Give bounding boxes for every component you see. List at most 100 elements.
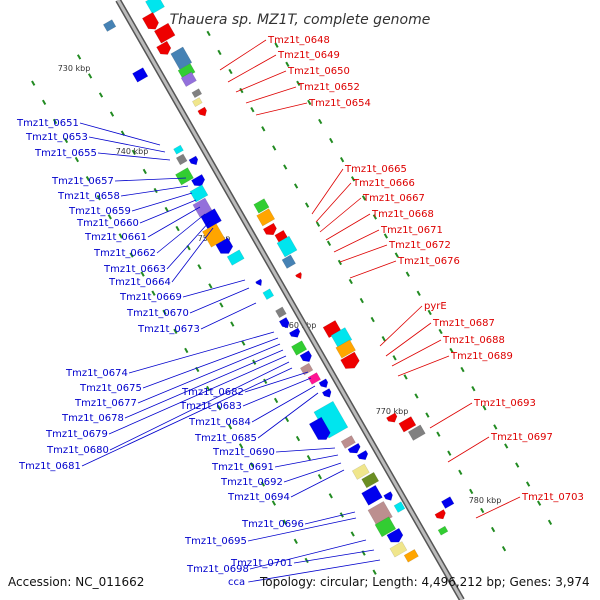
gene-feature <box>356 450 369 461</box>
gene-feature <box>383 491 393 501</box>
gene-feature <box>153 22 176 44</box>
backbone-layer <box>115 0 465 600</box>
gene-feature <box>308 416 331 440</box>
tick-mark <box>493 424 498 430</box>
tick-mark <box>283 164 288 170</box>
leader-line <box>166 220 211 270</box>
tick-mark <box>359 297 364 304</box>
tick-mark <box>197 264 202 270</box>
tick-mark <box>271 500 277 506</box>
tick-mark <box>52 118 58 125</box>
tick-mark <box>173 328 178 334</box>
tick-mark <box>162 309 167 315</box>
tick-mark <box>74 156 80 163</box>
leader-line <box>249 539 367 570</box>
tick-mark <box>140 271 145 277</box>
tick-mark <box>348 278 353 285</box>
gene-feature <box>256 208 276 227</box>
leader-line <box>339 244 388 263</box>
gene-layer <box>102 0 455 563</box>
leader-line <box>319 197 362 233</box>
gene-feature <box>299 362 314 376</box>
tick-mark <box>76 54 82 60</box>
tick-mark <box>480 507 485 514</box>
tick-mark <box>98 92 104 98</box>
gene-label-left: Tmz1t_0657 <box>51 176 114 187</box>
tick-mark <box>350 531 355 537</box>
leader-line <box>114 177 187 182</box>
leader-line <box>429 402 473 429</box>
gene-label-left: Tmz1t_0698 <box>186 564 249 575</box>
kbp-tick-label: 780 kbp <box>469 496 502 505</box>
gene-feature <box>192 197 213 218</box>
kbp-tick-label: 760 kbp <box>284 321 317 330</box>
tick-mark <box>41 99 47 105</box>
gene-label-right: Tmz1t_0672 <box>388 240 451 251</box>
gene-label-left: Tmz1t_0692 <box>220 477 283 488</box>
gene-label-left: Tmz1t_0661 <box>84 232 147 243</box>
kbp-tick-label: 740 kbp <box>116 147 149 156</box>
gene-feature <box>189 184 209 203</box>
gene-feature <box>437 525 449 536</box>
map-title: Thauera sp. MZ1T, complete genome <box>170 12 431 28</box>
gene-feature <box>276 235 298 258</box>
gene-feature <box>321 388 332 398</box>
gene-label-left: Tmz1t_0695 <box>184 536 247 547</box>
leader-line <box>171 227 214 283</box>
tick-mark <box>350 176 356 182</box>
leader-line <box>81 367 293 467</box>
gene-feature <box>389 541 408 558</box>
tick-mark <box>306 455 312 461</box>
accession-text: Accession: NC_011662 <box>8 575 144 589</box>
tick-mark <box>295 435 301 442</box>
tick-mark <box>304 202 310 208</box>
tick-mark <box>436 431 441 437</box>
gene-feature <box>288 327 301 338</box>
tick-mark <box>471 386 476 392</box>
gene-feature <box>255 278 262 287</box>
gene-feature <box>175 153 188 166</box>
gene-label-right: Tmz1t_0671 <box>380 225 443 236</box>
gene-feature <box>361 484 383 506</box>
gene-feature <box>226 249 245 266</box>
tick-mark <box>217 405 222 411</box>
tick-mark <box>184 347 189 354</box>
gene-feature <box>156 40 172 55</box>
tick-mark <box>460 366 465 373</box>
tick-mark <box>230 321 235 327</box>
gene-feature <box>191 97 203 108</box>
tick-mark <box>315 221 321 227</box>
tick-mark <box>405 271 410 277</box>
tick-mark <box>339 157 345 163</box>
gene-label-left: Tmz1t_0680 <box>46 445 109 456</box>
gene-label-right: Tmz1t_0649 <box>277 50 340 61</box>
tick-mark <box>228 68 233 75</box>
leader-line <box>245 86 297 104</box>
leader-line <box>200 302 257 330</box>
gene-feature <box>347 442 361 454</box>
leader-line <box>109 361 290 451</box>
gene-label-right: Tmz1t_0668 <box>371 209 434 220</box>
tick-mark <box>490 526 496 533</box>
tick-mark <box>250 107 255 113</box>
tick-mark <box>536 500 542 506</box>
leader-line <box>251 385 316 423</box>
gene-label-right: Tmz1t_0693 <box>473 398 536 409</box>
leader-line <box>131 192 193 212</box>
tick-mark <box>372 214 378 220</box>
tick-mark <box>361 195 367 201</box>
tick-mark <box>469 488 474 495</box>
kbp-tick-label: 730 kbp <box>58 64 91 73</box>
gene-label-right: Tmz1t_0687 <box>432 318 495 329</box>
tick-mark <box>87 73 93 79</box>
gene-label-left: Tmz1t_0679 <box>45 429 108 440</box>
gene-feature <box>197 106 207 117</box>
tick-mark <box>394 252 399 258</box>
leader-line <box>475 496 521 519</box>
gene-feature <box>291 340 308 356</box>
tick-mark <box>142 168 147 175</box>
gene-label-right: Tmz1t_0650 <box>287 66 350 77</box>
leader-line <box>274 454 339 468</box>
tick-mark <box>447 450 452 456</box>
